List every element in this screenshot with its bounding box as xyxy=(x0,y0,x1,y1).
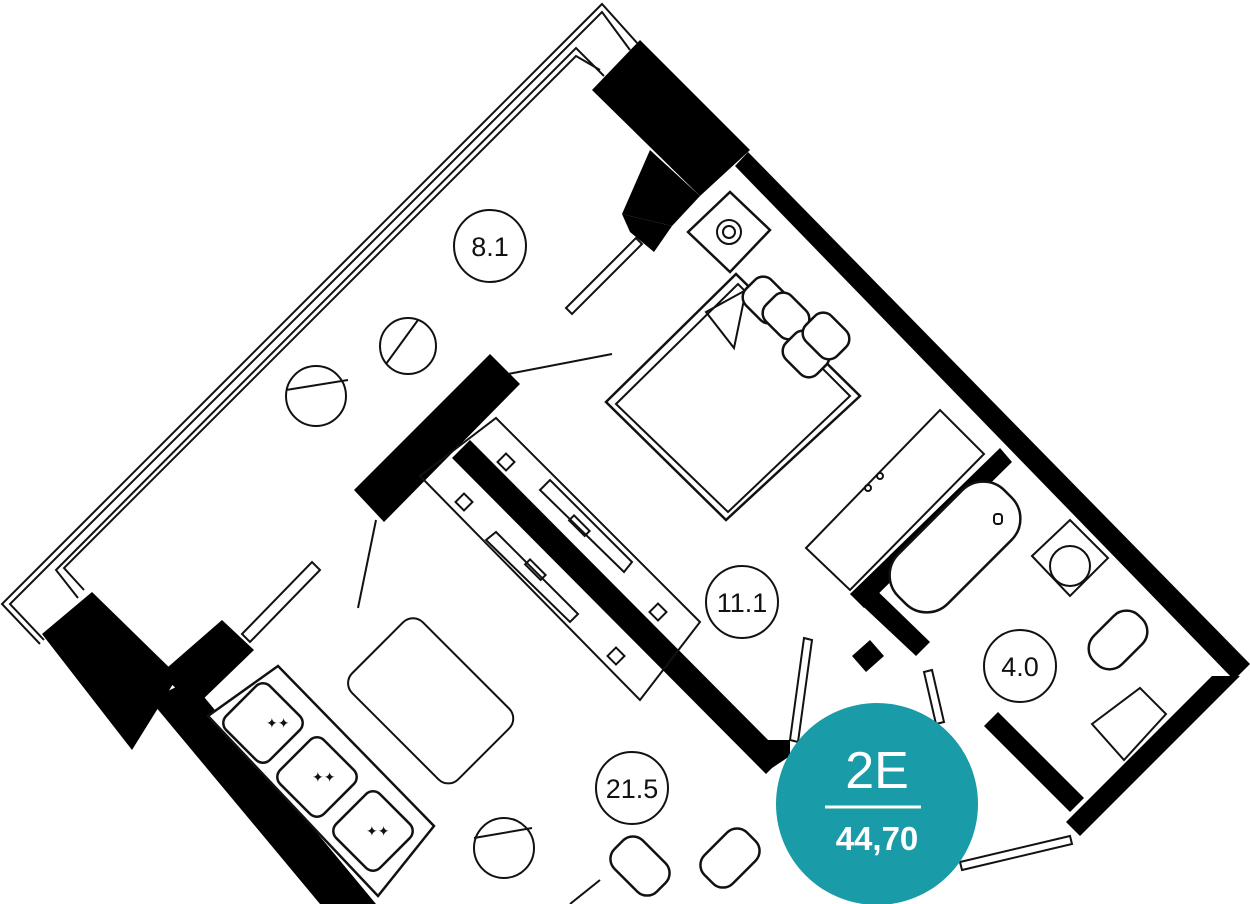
apartment-total-area: 44,70 xyxy=(836,820,919,857)
wall-top-pillar xyxy=(592,40,750,196)
room-label-bathroom: 4.0 xyxy=(983,629,1057,703)
svg-text:8.1: 8.1 xyxy=(471,232,509,262)
wall-bedroom-end xyxy=(766,740,790,772)
wall-right-long xyxy=(735,152,1250,680)
bathroom-fixtures xyxy=(804,408,1168,762)
room-label-bedroom: 11.1 xyxy=(705,565,779,639)
wall-bath-stub xyxy=(852,640,884,672)
bed xyxy=(604,272,862,522)
washing-machine xyxy=(686,190,772,274)
svg-text:✦✦: ✦✦ xyxy=(366,824,390,840)
svg-text:4.0: 4.0 xyxy=(1001,652,1039,682)
apartment-badge: 2E 44,70 xyxy=(776,703,978,904)
room-label-balcony: 8.1 xyxy=(453,209,527,283)
chairs xyxy=(285,317,535,879)
wall-bath-bottom xyxy=(984,712,1084,812)
rug xyxy=(347,617,515,785)
wall-bath-left xyxy=(850,580,930,656)
room-label-living: 21.5 xyxy=(595,751,669,825)
wall-right-end xyxy=(1066,676,1240,836)
dining-set xyxy=(569,827,761,904)
wall-bedroom-left xyxy=(452,440,784,774)
svg-text:✦✦: ✦✦ xyxy=(312,770,336,786)
wardrobe xyxy=(418,416,702,702)
wall-left-pillar xyxy=(42,592,178,750)
svg-text:11.1: 11.1 xyxy=(717,588,768,618)
wall-partition-pillar xyxy=(354,354,520,522)
svg-text:21.5: 21.5 xyxy=(606,774,659,804)
apartment-code: 2E xyxy=(845,742,909,800)
exterior-walls xyxy=(42,40,1250,904)
wall-left-long xyxy=(150,680,376,904)
svg-text:✦✦: ✦✦ xyxy=(266,716,290,732)
badge-circle xyxy=(776,703,978,904)
sofa: ✦✦ ✦✦ ✦✦ xyxy=(206,664,436,898)
balcony-frame xyxy=(0,2,639,645)
wall-block-small xyxy=(622,214,672,252)
wall-top-block xyxy=(622,150,700,226)
